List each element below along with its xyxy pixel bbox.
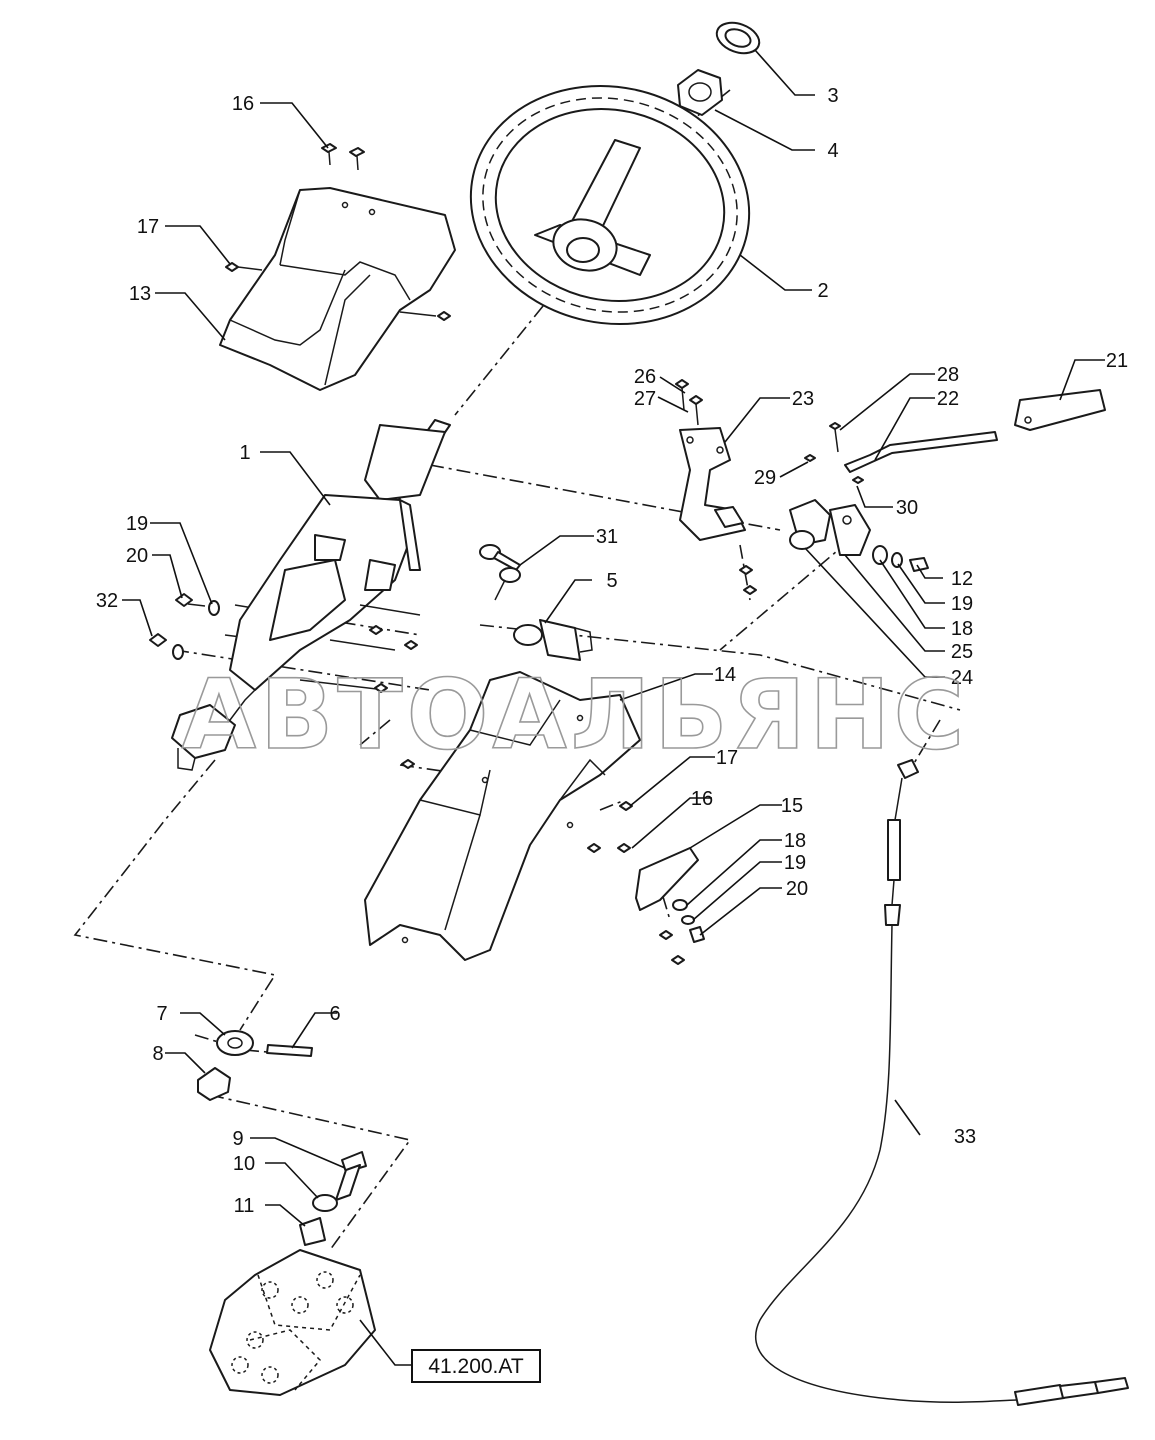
callout-31: 31: [596, 526, 618, 548]
callout-13: 13: [129, 283, 151, 305]
callout-5: 5: [606, 570, 617, 592]
ignition-switch: [513, 619, 593, 661]
ignition-key: [479, 544, 521, 601]
callout-24: 24: [951, 667, 973, 689]
throttle-cable: [754, 759, 1129, 1406]
callout-15: 15: [781, 795, 803, 817]
callout-23: 23: [792, 388, 814, 410]
callout-16-lower: 16: [691, 788, 713, 810]
reference-code: 41.200.AT: [428, 1355, 524, 1378]
callout-2: 2: [817, 280, 828, 302]
steering-nut: [677, 69, 723, 116]
callout-10: 10: [233, 1153, 255, 1175]
callout-4: 4: [827, 140, 838, 162]
callout-30: 30: [896, 497, 918, 519]
lower-shroud-screws: [401, 759, 633, 853]
callout-29: 29: [754, 467, 776, 489]
callout-32: 32: [96, 590, 118, 612]
shroud-screws-upper: [225, 143, 451, 321]
lever-small-parts: [804, 422, 929, 572]
bracket-screws: [675, 379, 757, 595]
callout-21: 21: [1106, 350, 1128, 372]
callout-17-top: 17: [137, 216, 159, 238]
callout-6: 6: [329, 1003, 340, 1025]
callout-3: 3: [827, 85, 838, 107]
callout-17-lower: 17: [716, 747, 738, 769]
hand-throttle-lever: [844, 389, 1106, 473]
callout-14: 14: [714, 664, 736, 686]
steering-motor: [209, 1249, 376, 1396]
callout-22: 22: [937, 388, 959, 410]
callout-26: 26: [634, 366, 656, 388]
callout-28: 28: [937, 364, 959, 386]
callout-12: 12: [951, 568, 973, 590]
callout-8: 8: [152, 1043, 163, 1065]
callout-19-lower: 19: [784, 852, 806, 874]
callout-1: 1: [239, 442, 250, 464]
callout-27: 27: [634, 388, 656, 410]
callout-9: 9: [232, 1128, 243, 1150]
callout-11: 11: [234, 1195, 255, 1217]
coupling-parts: [197, 1030, 313, 1101]
callout-20-lower: 20: [786, 878, 808, 900]
upper-shroud: [219, 187, 456, 391]
switch-bracket: [635, 847, 705, 965]
callout-20-left: 20: [126, 545, 148, 567]
callout-18-right: 18: [951, 618, 973, 640]
seal-ring: [715, 21, 761, 55]
leader-lines: [122, 49, 1105, 1366]
lever-clamp: [789, 499, 871, 556]
callout-19-right: 19: [951, 593, 973, 615]
lower-shroud: [364, 671, 641, 961]
callout-19-left: 19: [126, 513, 148, 535]
steering-wheel: [469, 84, 751, 326]
bolt-washer-bush: [299, 1151, 367, 1246]
steering-column: [171, 419, 451, 771]
watermark: АВТОАЛЬЯНС: [182, 659, 968, 771]
callout-25: 25: [951, 641, 973, 663]
reference-box: 41.200.AT: [411, 1349, 541, 1383]
callout-7: 7: [156, 1003, 167, 1025]
callout-16-top: 16: [232, 93, 254, 115]
callout-labels: 1 2 3 4 5 6 7 8 9 10 11 12 13 14 15 16 1…: [96, 85, 1128, 1217]
callout-18-lower: 18: [784, 830, 806, 852]
callout-33: 33: [954, 1126, 976, 1148]
column-fasteners: [149, 593, 418, 693]
mounting-bracket: [679, 427, 746, 541]
